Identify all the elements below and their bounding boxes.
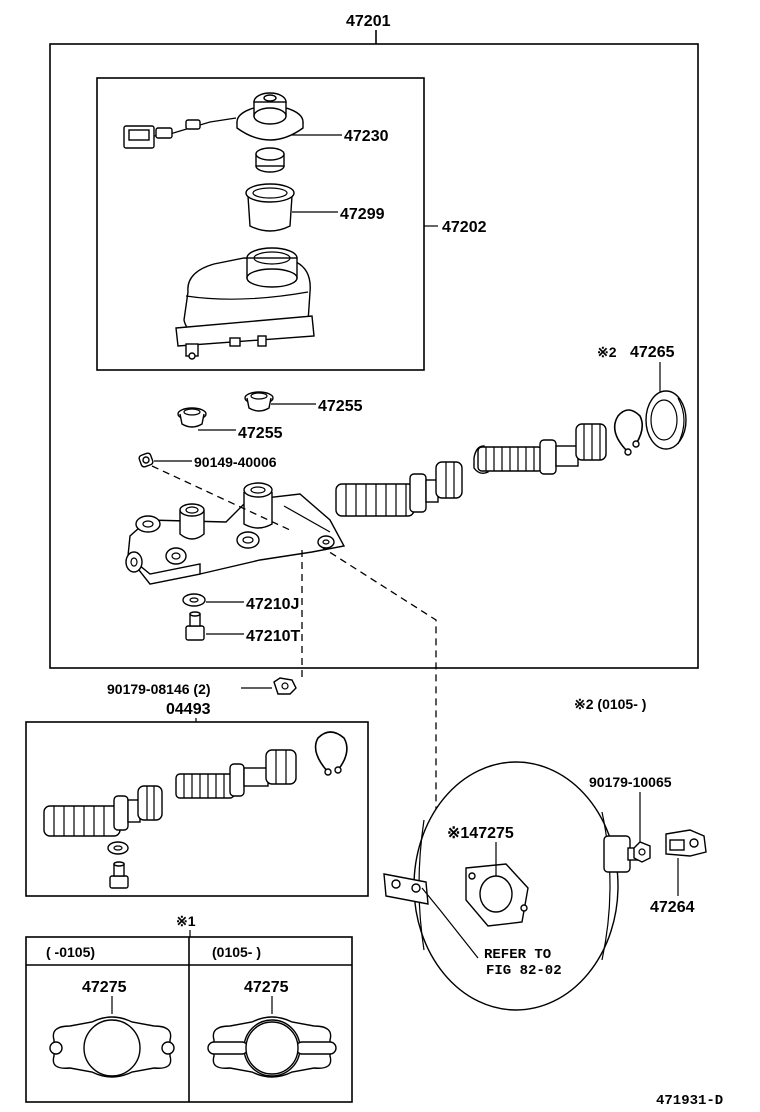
repair-kit-frame xyxy=(25,721,369,897)
booster-gasket-variant-1 xyxy=(49,1016,175,1078)
set-screw xyxy=(138,452,154,468)
pushrod-clevis xyxy=(665,829,707,857)
kit-union-gasket xyxy=(107,841,129,855)
booster-gasket-47275 xyxy=(465,863,529,927)
label-04493[interactable]: 04493 xyxy=(166,701,211,718)
variant2-part-label[interactable]: 47275 xyxy=(244,979,289,996)
label-47230[interactable]: 47230 xyxy=(344,128,389,145)
leader-refer xyxy=(421,887,479,959)
master-cylinder-body xyxy=(125,482,346,585)
grommet-a xyxy=(244,391,274,412)
alignment-line-booster xyxy=(319,545,437,882)
booster-bracket xyxy=(383,873,429,905)
label-90149-40006[interactable]: 90149-40006 xyxy=(194,454,277,470)
label-47255-b[interactable]: 47255 xyxy=(238,425,283,442)
union-fitting xyxy=(185,611,205,641)
note1-mark[interactable]: ※1 xyxy=(176,913,196,929)
label-47210T[interactable]: 47210T xyxy=(246,628,300,645)
cap-float xyxy=(255,147,285,173)
reservoir-strainer xyxy=(245,183,295,232)
label-47264[interactable]: 47264 xyxy=(650,899,695,916)
alignment-line-screw xyxy=(151,465,291,531)
label-90179-08146[interactable]: 90179-08146 (2) xyxy=(107,681,211,697)
label-47255-a[interactable]: 47255 xyxy=(318,398,363,415)
kit-snap-ring xyxy=(314,731,348,776)
variant2-range[interactable]: (0105- ) xyxy=(212,944,261,960)
refer-line-1[interactable]: REFER TO xyxy=(484,947,551,963)
label-booster-gasket-47275[interactable]: ※147275 xyxy=(447,825,514,842)
kit-secondary-piston xyxy=(43,785,163,837)
variant1-range[interactable]: ( -0105) xyxy=(46,944,95,960)
label-47202[interactable]: 47202 xyxy=(442,219,487,236)
kit-primary-piston xyxy=(175,749,297,799)
figure-id[interactable]: 471931-D xyxy=(656,1093,723,1109)
booster-gasket-variant-2 xyxy=(207,1016,337,1078)
reservoir-assembly-frame xyxy=(96,77,425,371)
secondary-piston-assembly xyxy=(335,461,463,517)
union-gasket xyxy=(182,593,206,607)
level-sensor-connector xyxy=(123,117,237,149)
label-90179-10065[interactable]: 90179-10065 xyxy=(589,774,672,790)
reservoir-tank xyxy=(175,247,315,360)
label-47265[interactable]: 47265 xyxy=(630,344,675,361)
refer-line-2[interactable]: FIG 82-02 xyxy=(486,963,562,979)
reservoir-cap xyxy=(236,92,304,141)
kit-union xyxy=(109,861,129,889)
pushrod-nut xyxy=(633,841,651,863)
note2-range[interactable]: ※2 (0105- ) xyxy=(574,696,646,712)
primary-piston-assembly xyxy=(473,423,607,475)
label-47210J[interactable]: 47210J xyxy=(246,596,299,613)
label-note2-mark-47265[interactable]: ※2 xyxy=(597,344,617,360)
variant1-part-label[interactable]: 47275 xyxy=(82,979,127,996)
label-47201[interactable]: 47201 xyxy=(346,13,391,30)
label-47299[interactable]: 47299 xyxy=(340,206,385,223)
cylinder-seal-ring xyxy=(645,390,687,450)
master-cylinder-assembly-frame xyxy=(49,43,699,669)
mounting-nut xyxy=(273,677,297,695)
snap-ring xyxy=(613,409,644,456)
grommet-b xyxy=(177,407,207,428)
